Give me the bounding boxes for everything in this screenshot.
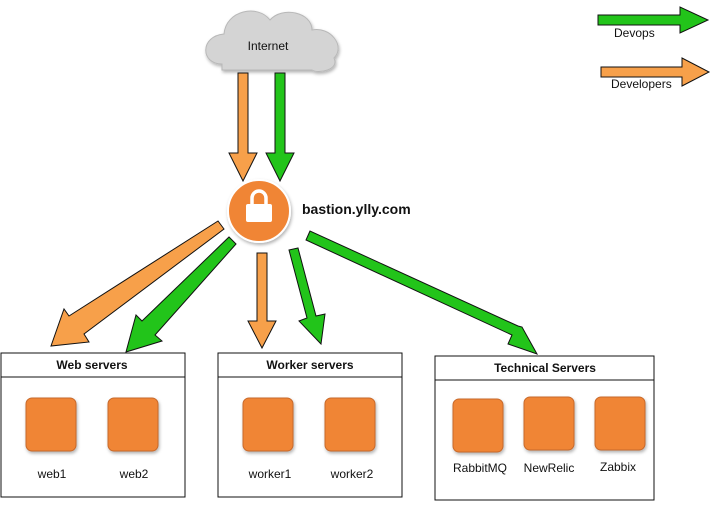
legend-developers-arrow: [600, 57, 711, 87]
server-label: worker2: [330, 467, 374, 481]
legend-devops-label: Devops: [614, 26, 655, 40]
group-worker-servers: Worker servers worker1 worker2: [217, 352, 403, 498]
server-icon: [452, 398, 504, 453]
server-label: web1: [37, 467, 67, 481]
bastion-node: [227, 179, 291, 243]
legend-developers-label: Developers: [611, 77, 672, 91]
server-icon: [324, 397, 376, 452]
devops-arrow-to-worker: [288, 247, 326, 346]
server-icon: [242, 397, 294, 452]
internet-to-bastion-arrows: [228, 72, 295, 183]
server-label: web2: [119, 467, 149, 481]
group-technical-servers: Technical Servers RabbitMQ NewRelic Zabb…: [434, 355, 655, 501]
lock-icon: [246, 189, 272, 222]
legend-devops-arrow: [597, 6, 710, 34]
server-icon: [25, 397, 77, 452]
server-label: Zabbix: [600, 460, 636, 474]
internet-cloud: [205, 10, 339, 72]
devops-arrow-to-web: [125, 236, 237, 353]
devops-arrow-to-technical: [305, 230, 539, 355]
developers-arrow-to-web: [50, 220, 225, 347]
server-icon: [523, 396, 575, 451]
devops-arrow-internet-bastion: [265, 72, 295, 183]
server-label: NewRelic: [524, 461, 575, 475]
developers-arrow-internet-bastion: [228, 72, 258, 183]
group-title: Technical Servers: [494, 361, 596, 375]
cloud-icon: [205, 10, 339, 72]
legend: Devops Developers: [597, 6, 711, 91]
server-label: RabbitMQ: [453, 461, 507, 475]
bastion-to-servers-arrows: [50, 220, 539, 355]
group-web-servers: Web servers web1 web2: [0, 352, 186, 498]
cloud-label: Internet: [248, 39, 289, 53]
bastion-hostname: bastion.ylly.com: [302, 201, 411, 217]
server-label: worker1: [248, 467, 292, 481]
group-title: Web servers: [56, 358, 127, 372]
developers-arrow-to-worker: [247, 252, 277, 350]
server-icon: [594, 396, 646, 451]
group-title: Worker servers: [266, 358, 353, 372]
server-icon: [107, 397, 159, 452]
